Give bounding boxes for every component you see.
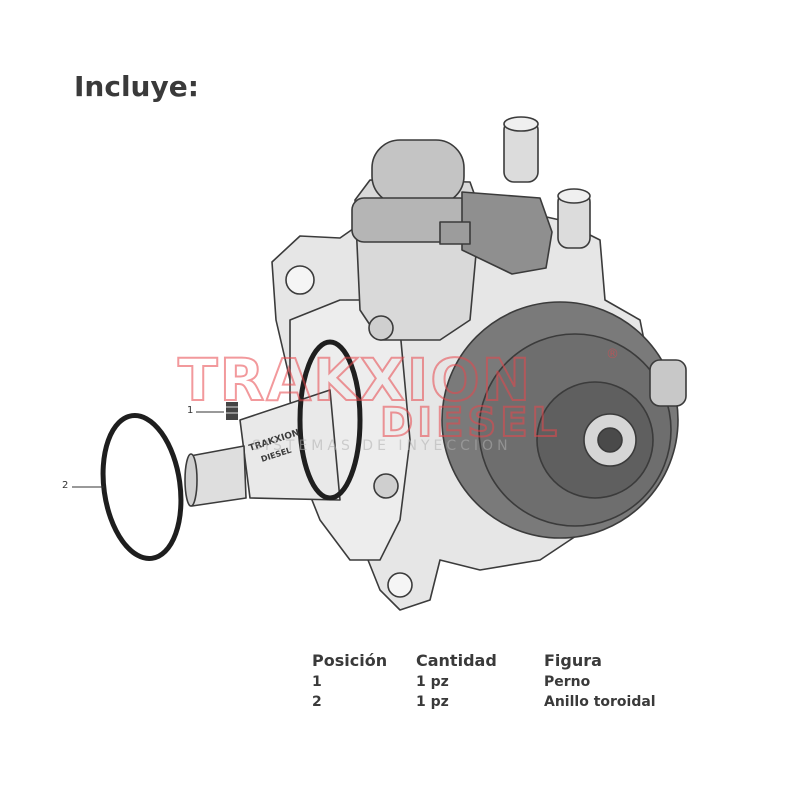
callout-label-1: 1	[187, 405, 194, 416]
callout-label-2: 2	[62, 480, 69, 491]
table-header-row: Posición Cantidad Figura	[312, 648, 704, 672]
part-2-o-ring	[100, 413, 184, 561]
part-1-bolt	[226, 402, 238, 420]
header-figure: Figura	[544, 650, 602, 670]
flange-hole-bottom	[387, 572, 413, 598]
pump-illustration: TRAKXION DIESEL TRAKXION DIESEL SISTEMAS…	[72, 116, 687, 611]
row-figure: Anillo toroidal	[544, 694, 656, 710]
row-quantity: 1 pz	[416, 694, 449, 710]
watermark-registered: ®	[606, 347, 619, 362]
bolt-bottom	[373, 473, 399, 499]
row-position: 2	[312, 694, 322, 710]
header-quantity: Cantidad	[416, 650, 497, 670]
flange-seal	[297, 339, 363, 501]
connector-clip	[439, 221, 471, 245]
table-row: 1 1 pz Perno	[312, 672, 704, 692]
row-quantity: 1 pz	[416, 674, 449, 690]
bolt-top	[368, 315, 394, 341]
watermark: TRAKXION DIESEL SISTEMAS DE INYECCION ®	[177, 345, 619, 454]
parts-table: Posición Cantidad Figura 1 1 pz Perno 2 …	[312, 648, 704, 712]
row-figure: Perno	[544, 674, 591, 690]
watermark-sub: DIESEL	[380, 400, 561, 446]
table-row: 2 1 pz Anillo toroidal	[312, 692, 704, 712]
electrical-connector	[461, 191, 553, 275]
watermark-brand: TRAKXION	[178, 346, 532, 414]
side-fitting	[649, 359, 687, 407]
metering-valve-cap	[371, 139, 465, 205]
watermark-tagline: SISTEMAS DE INYECCION	[252, 438, 512, 454]
row-position: 1	[312, 674, 322, 690]
header-position: Posición	[312, 650, 388, 670]
flange-hole-top	[285, 265, 315, 295]
page-title: Incluye:	[74, 70, 199, 103]
